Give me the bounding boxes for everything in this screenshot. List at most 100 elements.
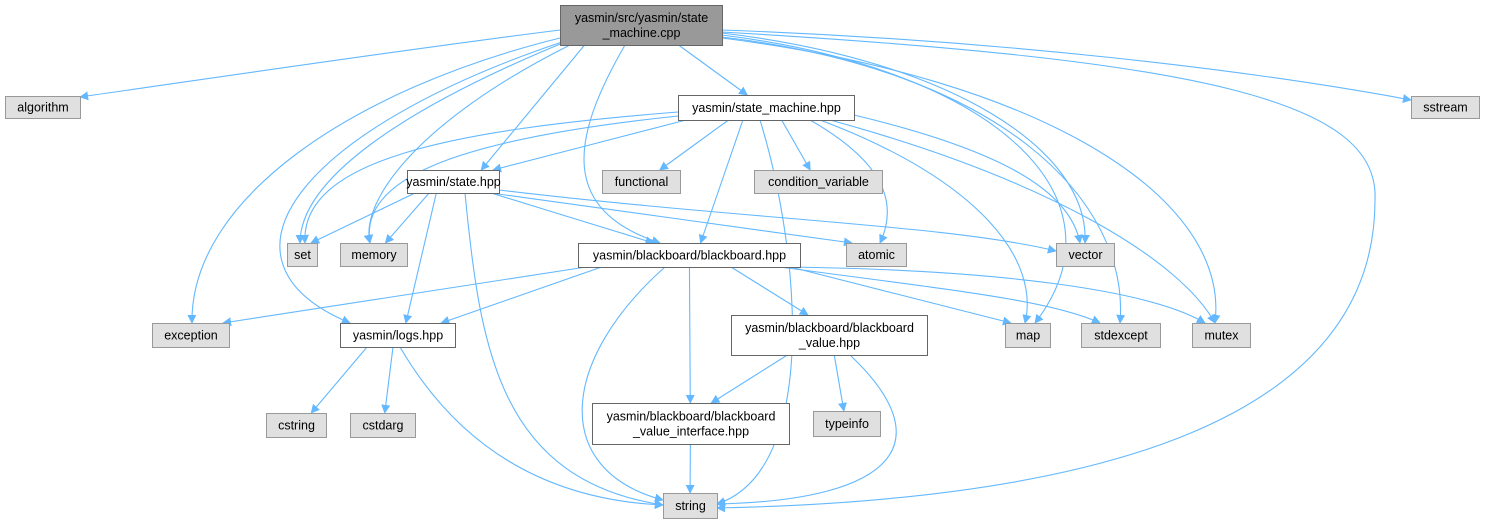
edge-smhpp-to-statehpp [492,119,687,173]
edge-root-to-set [295,41,566,244]
node-box [578,243,801,268]
node-label: yasmin/logs.hpp [353,329,443,343]
edge-root-to-string [716,31,1376,513]
edge-bbvalue-to-bbvi [710,354,788,404]
edge-root-to-vector [721,32,1090,244]
node-condvar: condition_variable [754,170,883,194]
node-bbvalue[interactable]: yasmin/blackboard/blackboard_value.hpp [731,315,928,356]
edge-root-to-memory [363,44,571,244]
node-label: condition_variable [768,175,869,189]
node-box [1411,96,1480,119]
node-vector: vector [1056,243,1115,267]
node-box [731,315,928,356]
edge-bbhpp-to-map [790,266,1012,326]
node-label: cstdarg [363,419,404,433]
edge-smhpp-to-set [300,111,679,244]
edge-bbhpp-to-string [581,266,666,503]
node-label: stdexcept [1094,329,1148,343]
node-set: set [287,243,318,267]
edge-statehpp-to-vector [498,189,1057,254]
edge-statehpp-to-atomic [490,192,853,247]
edge-bbhpp-to-bbvi [685,266,695,404]
edge-statehpp-to-set [310,192,416,244]
edge-smhpp-to-bbhpp [698,119,744,244]
node-label: cstring [278,419,315,433]
edge-smhpp-to-map [819,119,1032,324]
node-label: typeinfo [825,417,869,431]
edge-root-to-statehpp [480,44,586,171]
node-label: string [675,499,706,513]
edge-root-to-stdexcept [721,36,1126,324]
node-stdexcept: stdexcept [1081,323,1161,348]
node-box [1056,243,1115,267]
node-label: _value.hpp [798,336,860,350]
edge-root-to-bbhpp [583,44,661,245]
node-box [340,243,408,267]
edge-statehpp-to-string [464,192,664,509]
node-box [560,5,723,46]
node-cstring: cstring [266,413,327,438]
node-box [846,243,907,267]
node-label: yasmin/src/yasmin/state [575,11,708,25]
node-label: map [1016,329,1040,343]
edge-logshpp-to-cstdarg [381,346,394,414]
node-box [287,243,318,267]
node-box [350,413,416,438]
node-logshpp[interactable]: yasmin/logs.hpp [340,323,456,348]
node-label: memory [351,248,397,262]
node-label: exception [164,329,218,343]
edge-root-to-algorithm [79,29,561,101]
node-smhpp[interactable]: yasmin/state_machine.hpp [678,95,855,121]
node-algorithm: algorithm [5,96,81,119]
nodes: yasmin/src/yasmin/state_machine.cppalgor… [5,5,1480,519]
node-label: functional [615,175,669,189]
edge-smhpp-to-condvar [781,119,811,171]
node-exception: exception [152,323,230,348]
node-label: set [294,248,311,262]
node-memory: memory [340,243,408,267]
node-sstream: sstream [1411,96,1480,119]
node-box [1005,323,1051,348]
edge-bbhpp-to-stdexcept [779,266,1101,324]
node-box [266,413,327,438]
edge-logshpp-to-cstring [310,346,368,414]
node-string: string [663,493,718,519]
edge-logshpp-to-string [399,346,664,510]
node-box [152,323,230,348]
node-label: yasmin/state_machine.hpp [692,101,841,115]
edge-smhpp-to-vector [853,114,1083,244]
node-label: algorithm [17,101,68,115]
edge-root-to-logshpp [279,41,563,325]
node-label: yasmin/blackboard/blackboard [607,410,776,424]
edge-bbhpp-to-bbvalue [730,266,809,316]
node-box [5,96,81,119]
node-bbvi[interactable]: yasmin/blackboard/blackboard_value_inter… [592,403,790,445]
node-atomic: atomic [846,243,907,267]
node-cstdarg: cstdarg [350,413,416,438]
edge-statehpp-to-memory [384,192,430,244]
node-box [602,170,681,194]
node-bbhpp[interactable]: yasmin/blackboard/blackboard.hpp [578,243,801,268]
node-box [754,170,883,194]
node-label: mutex [1204,329,1239,343]
edge-smhpp-to-memory [364,115,679,244]
node-label: yasmin/blackboard/blackboard.hpp [593,249,786,263]
node-box [592,403,790,445]
node-label: yasmin/blackboard/blackboard [745,321,914,335]
edge-bbhpp-to-logshpp [440,266,602,325]
node-label: _value_interface.hpp [632,425,749,439]
node-box [663,493,718,519]
node-statehpp[interactable]: yasmin/state.hpp [406,170,501,194]
edge-root-to-mutex [721,37,1221,324]
edge-smhpp-to-functional [659,119,729,171]
node-label: vector [1068,248,1102,262]
edge-bbvalue-to-string [716,354,897,509]
node-typeinfo: typeinfo [813,411,881,437]
edge-statehpp-to-bbhpp [490,192,655,245]
node-box [340,323,456,348]
node-root[interactable]: yasmin/src/yasmin/state_machine.cpp [560,5,723,46]
node-mutex: mutex [1192,323,1251,348]
edge-smhpp-to-mutex [829,119,1216,324]
node-map: map [1005,323,1051,348]
